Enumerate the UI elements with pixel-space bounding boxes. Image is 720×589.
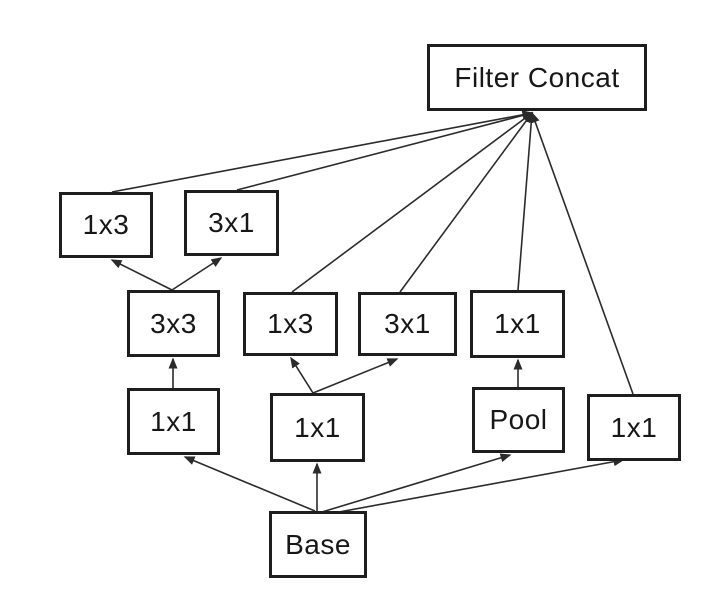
node-conv-1x1-mid-label: 1x1 [294,411,341,443]
node-base-label: Base [285,528,351,560]
node-conv-1x1-after-pool-label: 1x1 [494,308,541,339]
node-conv-3x1-top: 3x1 [184,190,279,256]
node-pool-label: Pool [489,404,548,435]
node-conv-1x1-mid: 1x1 [270,393,365,462]
node-conv-3x1-mid: 3x1 [358,292,457,356]
node-base: Base [269,511,367,578]
node-conv-1x1-after-pool: 1x1 [470,290,565,358]
node-conv-3x1-mid-label: 3x1 [384,308,431,339]
node-pool: Pool [472,387,565,453]
node-conv-1x3-mid: 1x3 [243,292,338,356]
node-conv-1x3-top-label: 1x3 [82,209,130,240]
node-conv-1x1-left: 1x1 [127,388,220,455]
node-conv-3x3-label: 3x3 [150,307,197,339]
node-conv-1x1-right-label: 1x1 [610,411,658,443]
node-conv-3x1-top-label: 3x1 [208,207,255,238]
node-conv-1x3-top: 1x3 [59,192,153,258]
node-filter-concat: Filter Concat [427,44,647,111]
node-conv-1x1-left-label: 1x1 [150,405,197,437]
node-conv-1x1-right: 1x1 [587,394,681,461]
node-conv-3x3: 3x3 [127,290,220,357]
node-filter-concat-label: Filter Concat [454,61,620,93]
node-conv-1x3-mid-label: 1x3 [267,308,314,339]
